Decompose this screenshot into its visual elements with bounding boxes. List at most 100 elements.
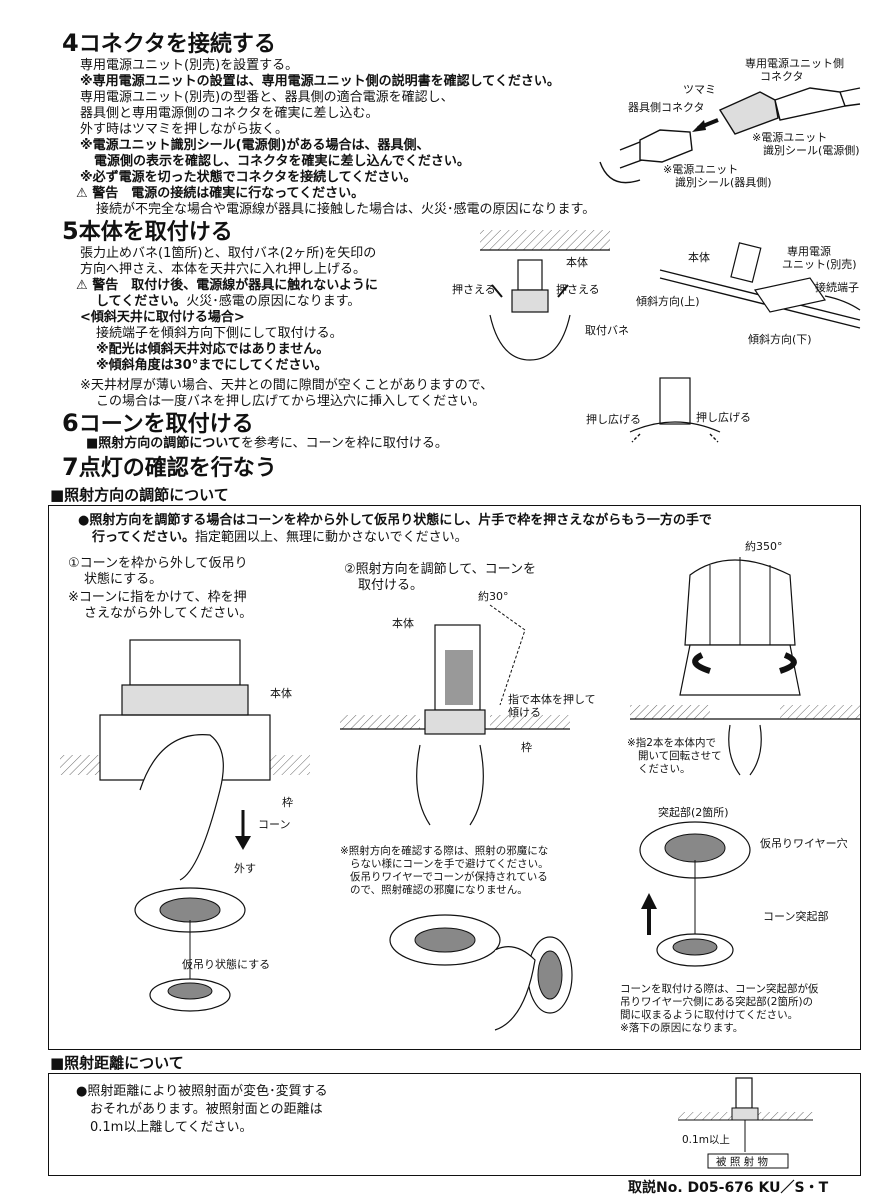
- direction-header: ■照射方向の調節について: [50, 486, 229, 504]
- s5-slope-line: 接続端子を傾斜方向下側にして取付ける。: [96, 326, 343, 341]
- fig4-fixture-connector-label: 器具側コネクタ: [628, 101, 705, 114]
- attach-projection-label: 突起部(2箇所): [658, 806, 729, 819]
- distance-box: [48, 1073, 861, 1176]
- section-7-number: 7: [62, 453, 79, 481]
- distance-header: ■照射距離について: [50, 1054, 184, 1072]
- s6-ref-line: ■照射方向の調節についてを参考に、コーンを枠に取付ける。: [86, 436, 448, 452]
- attach-wire-hole-label: 仮吊りワイヤー穴: [760, 837, 848, 850]
- section-6-number: 6: [62, 409, 79, 437]
- s4-line-2: ※専用電源ユニットの設置は、専用電源ユニット側の説明書を確認してください。: [80, 74, 560, 89]
- s5-warning-text: 警告 取付け後、電源線が器具に触れないように: [92, 278, 378, 293]
- fig5-spring-label: 取付バネ: [585, 324, 629, 337]
- s4-line-3: 専用電源ユニット(別売)の型番と、器具側の適合電源を確認し、: [80, 90, 454, 105]
- fig5b-body-label: 本体: [688, 251, 710, 264]
- fig4-seal-fixture-label: ※電源ユニット: [663, 163, 739, 176]
- dir-intro-2-bold: 行ってください。: [92, 530, 195, 545]
- step1-line-2: 状態にする。: [84, 572, 163, 587]
- fig6-spread-left-label: 押し広げる: [586, 413, 641, 426]
- fig6-spread-right-label: 押し広げる: [696, 411, 751, 424]
- s6-ref-bold: ■照射方向の調節について: [86, 436, 241, 451]
- step1-line-3: ※コーンに指をかけて、枠を押: [68, 590, 247, 605]
- section-4-title: 4コネクタを接続する: [62, 30, 276, 58]
- s5-warning-2-bold: してください。: [96, 294, 187, 309]
- rotate-note-2: 開いて回転させて: [638, 750, 722, 762]
- fig4-seal-power-label-2: 識別シール(電源側): [763, 144, 860, 157]
- s4-line-7: 電源側の表示を確認し、コネクタを確実に差し込んでください。: [94, 154, 470, 169]
- s5-slope-bold-1: ※配光は傾斜天井対応ではありません。: [96, 342, 330, 357]
- s4-line-8: ※必ず電源を切った状態でコネクタを接続してください。: [80, 170, 417, 185]
- section-6-title-text: コーンを取付ける: [78, 412, 254, 437]
- warning-icon: ⚠: [76, 278, 88, 293]
- s4-warning-text: 警告 電源の接続は確実に行なってください。: [92, 186, 365, 201]
- step1-line-1: ①コーンを枠から外して仮吊り: [68, 556, 248, 571]
- s5-slope-heading: <傾斜天井に取付ける場合>: [80, 310, 245, 325]
- s5-note-1: ※天井材厚が薄い場合、天井との間に隙間が空くことがありますので、: [80, 378, 494, 393]
- fig4-unit-connector-label: 専用電源ユニット側: [745, 57, 844, 70]
- fig5b-slope-down-label: 傾斜方向(下): [748, 333, 812, 346]
- connector-figure: [599, 87, 861, 184]
- install-figure: [480, 230, 610, 361]
- dist-fig-distance-label: 0.1m以上: [682, 1134, 730, 1146]
- section-7-title: 7点灯の確認を行なう: [62, 454, 277, 482]
- slope-figure: [659, 242, 861, 329]
- fig4-seal-power-label: ※電源ユニット: [752, 131, 828, 144]
- section-4-title-text: コネクタを接続する: [78, 32, 276, 57]
- step2-figure: [340, 604, 570, 826]
- warning-icon: ⚠: [76, 186, 88, 201]
- fig5-press-left-label: 押さえる: [452, 283, 496, 296]
- attach-note-2: 吊りワイヤー穴側にある突起部(2箇所)の: [620, 996, 814, 1008]
- step2-note-2: らない様にコーンを手で避けてください。: [350, 858, 549, 870]
- step2-angle-label: 約30°: [478, 590, 509, 603]
- s5-line-2: 方向へ押さえ、本体を天井穴に入れ押し上げる。: [80, 262, 367, 277]
- dir-intro-2-rest: 指定範囲以上、無理に動かさないでください。: [194, 530, 468, 545]
- step2-line-1: ②照射方向を調節して、コーンを: [344, 562, 536, 577]
- section-4-number: 4: [62, 29, 79, 57]
- s5-warning-2-rest: 火災･感電の原因になります。: [186, 294, 361, 309]
- s5-warning-1: ⚠ 警告 取付け後、電源線が器具に触れないように: [76, 278, 378, 294]
- step1-cone-label: コーン: [258, 818, 291, 831]
- dir-intro-2: 行ってください。指定範囲以上、無理に動かさないでください。: [92, 530, 468, 546]
- s5-line-1: 張力止めバネ(1箇所)と、取付バネ(2ヶ所)を矢印の: [80, 246, 377, 261]
- spread-figure: [629, 377, 721, 443]
- fig5-body-label: 本体: [566, 256, 588, 269]
- document-number: 取説No. D05-676 KU／S・T: [628, 1180, 829, 1196]
- section-5-number: 5: [62, 217, 79, 245]
- s5-warning-2: してください。火災･感電の原因になります。: [96, 294, 360, 310]
- s4-line-5: 外す時はツマミを押しながら抜く。: [80, 122, 289, 137]
- fig5b-psu-label-2: ユニット(別売): [782, 258, 857, 271]
- step2-body-label: 本体: [392, 617, 414, 630]
- section-7-title-text: 点灯の確認を行なう: [78, 456, 277, 481]
- direction-box: [48, 505, 861, 1050]
- fig4-seal-fixture-label-2: 識別シール(器具側): [675, 176, 772, 189]
- s4-line-6: ※電源ユニット識別シール(電源側)がある場合は、器具側、: [80, 138, 430, 153]
- attach-note-1: コーンを取付ける際は、コーン突起部が仮: [620, 983, 819, 995]
- step2-note-4: ので、照射確認の邪魔になりません。: [350, 884, 528, 896]
- dist-line-3: 0.1m以上離してください。: [90, 1120, 253, 1135]
- rotate-note-1: ※指2本を本体内で: [627, 737, 716, 749]
- s4-line-1: 専用電源ユニット(別売)を設置する。: [80, 58, 299, 73]
- step1-body-label: 本体: [270, 687, 292, 700]
- attach-cone-projection-label: コーン突起部: [763, 910, 829, 923]
- section-5-title-text: 本体を取付ける: [78, 220, 233, 245]
- step1-frame-label: 枠: [282, 796, 293, 809]
- attach-figure: [639, 821, 751, 967]
- rotate-figure: [630, 557, 860, 776]
- step2-frame-label: 枠: [521, 741, 532, 754]
- attach-note-4: ※落下の原因になります。: [620, 1022, 744, 1034]
- fig5-press-right-label: 押さえる: [556, 283, 600, 296]
- step1-figure: [60, 639, 310, 881]
- dist-line-1: ●照射距離により被照射面が変色･変質する: [76, 1084, 328, 1099]
- fig4-unit-connector-label-2: コネクタ: [760, 70, 804, 83]
- step1-hang-label: 仮吊り状態にする: [182, 958, 271, 971]
- s4-warning-detail: 接続が不完全な場合や電源線が器具に接触した場合は、火災･感電の原因になります。: [96, 202, 596, 217]
- step1-line-4: さえながら外してください。: [84, 606, 253, 621]
- dist-fig-object-label: 被 照 射 物: [716, 1156, 769, 1168]
- s4-warning: ⚠ 警告 電源の接続は確実に行なってください。: [76, 186, 364, 202]
- s6-ref-rest: を参考に、コーンを枠に取付ける。: [240, 436, 448, 451]
- s5-slope-bold-2: ※傾斜角度は30°までにしてください。: [96, 358, 328, 373]
- attach-note-3: 間に収まるように取付けてください。: [620, 1009, 799, 1021]
- fig4-knob-label: ツマミ: [683, 83, 716, 96]
- step2-line-2: 取付ける。: [358, 578, 424, 593]
- check-figure: [389, 914, 573, 1031]
- fig5b-terminal-label: 接続端子: [815, 281, 859, 294]
